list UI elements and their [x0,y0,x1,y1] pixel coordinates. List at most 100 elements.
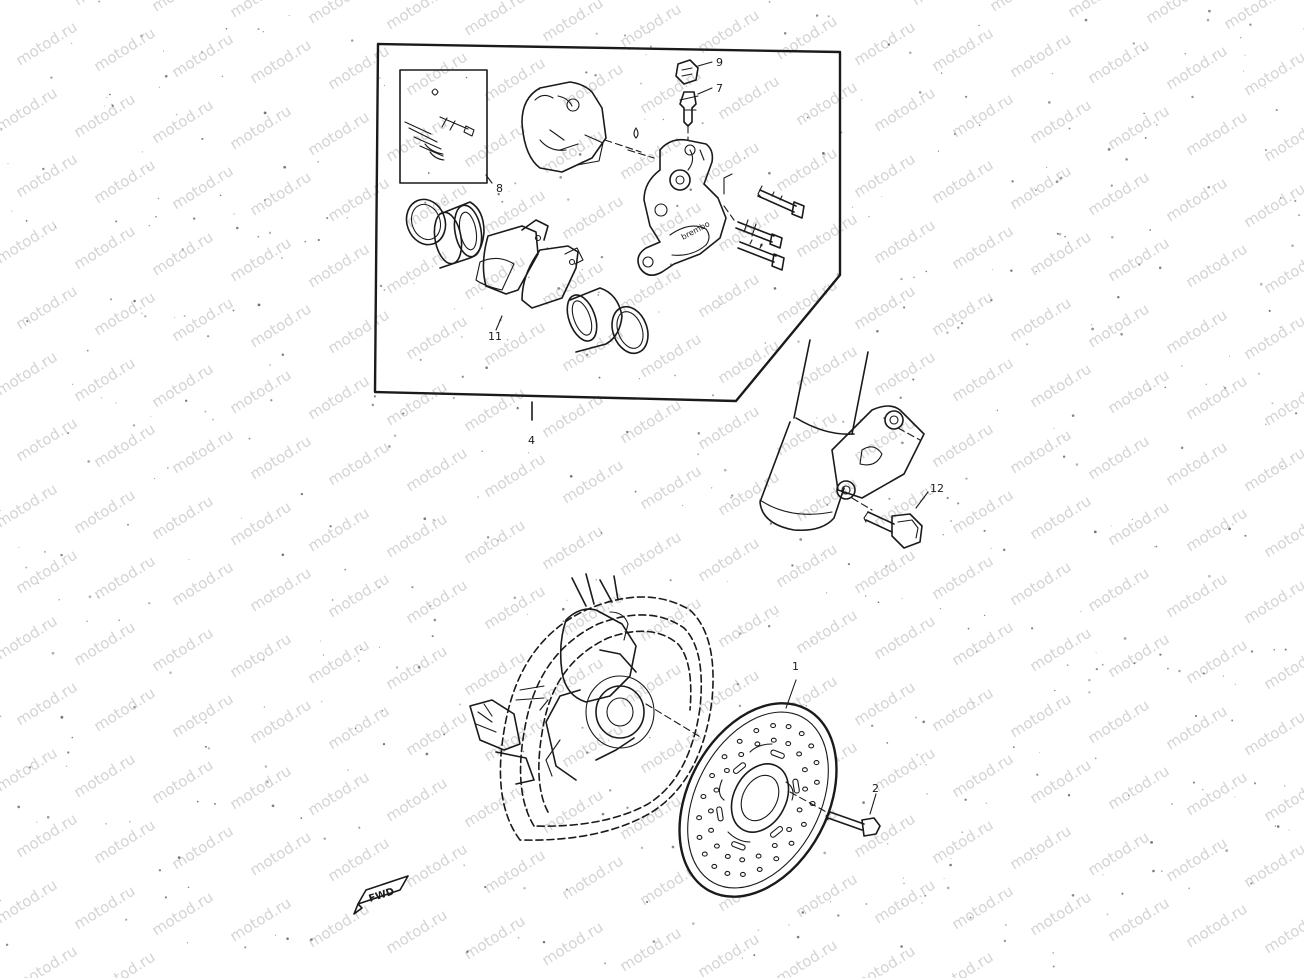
speckle [1202,672,1205,675]
speckle [200,50,203,53]
speckle [969,916,972,919]
speckle [1055,180,1059,183]
watermark-text: motod.ru [1163,570,1231,622]
speckle [225,27,228,30]
speckle [463,864,466,867]
watermark-text: motod.ru [929,816,997,868]
speckle [887,43,891,46]
watermark-text: motod.ru [0,12,2,64]
speckle [1150,841,1153,844]
watermark-text: motod.ru [325,306,393,358]
speckle [373,395,377,398]
watermark-text: motod.ru [929,552,997,604]
speckle [105,823,107,825]
speckle [909,51,912,54]
speckle [86,620,89,623]
speckle [60,715,64,719]
disc-hole [800,821,807,827]
watermark-text: motod.ru [149,756,217,808]
speckle [557,287,561,290]
watermark-text: motod.ru [1027,360,1095,412]
watermark-text: motod.ru [383,510,451,562]
speckle [241,517,243,519]
fork-leg [759,339,925,532]
speckle [393,434,397,437]
speckle [645,54,647,56]
disc-hole [796,751,803,757]
speckle [1264,87,1266,89]
watermark-text: motod.ru [169,558,237,610]
disc-slot [731,841,746,851]
speckle [461,336,463,338]
watermark-text: motod.ru [247,432,315,484]
disc-hole [724,853,731,859]
speckle [1284,785,1286,787]
speckle [484,886,487,889]
speckle [681,504,684,507]
speckle [1035,857,1037,859]
speckle [925,270,928,273]
speckle [329,525,332,528]
watermark-text: motod.ru [227,366,295,418]
speckle [1208,9,1211,13]
speckle [912,378,915,381]
speckle [1298,214,1301,217]
watermark-text: motod.ru [793,78,861,130]
watermark-text: motod.ru [1261,774,1304,826]
disc-hole [700,793,707,800]
watermark-text: motod.ru [1007,822,1075,874]
speckle [98,0,101,3]
speckle [1202,788,1204,791]
watermark-text: motod.ru [383,378,451,430]
speckle [1052,952,1054,954]
speckle [288,14,290,16]
speckle [523,886,526,890]
speckle [1125,158,1128,161]
speckle [968,50,970,52]
speckle [604,962,606,965]
speckle [1184,52,1187,55]
speckle [358,826,361,829]
speckle [1228,527,1231,531]
speckle [942,533,945,536]
watermark-text: motod.ru [871,744,939,796]
watermark-text: motod.ru [1105,366,1173,418]
speckle [196,800,199,803]
speckle [960,322,964,325]
watermark-text: motod.ru [1163,174,1231,226]
speckle [87,460,91,463]
watermark-text: motod.ru [695,402,763,454]
speckle [799,538,803,541]
speckle [723,468,727,472]
speckle [913,276,915,279]
watermark-text: motod.ru [1241,180,1304,232]
speckle [864,595,867,597]
speckle [212,418,214,421]
watermark-text: motod.ru [13,810,81,862]
watermark-text: motod.ru [169,426,237,478]
disc-bolt [825,793,881,837]
speckle [565,888,568,891]
watermark-text: motod.ru [949,750,1017,802]
speckle [1095,667,1098,671]
speckle [347,769,349,771]
disc-hole [721,754,728,760]
speckle [1281,465,1283,467]
speckle [221,75,224,78]
speckle [164,74,168,78]
speckle [595,32,598,35]
watermark-text: motod.ru [71,222,139,274]
speckle [100,397,103,399]
speckle [1280,197,1282,199]
disc-hole [709,773,716,779]
watermark-text: motod.ru [461,384,529,436]
speckle [1142,49,1145,51]
speckle [683,620,685,622]
watermark-text: motod.ru [1027,756,1095,808]
watermark-text: motod.ru [695,270,763,322]
speckle [940,72,943,74]
speckle [953,133,956,135]
speckle [1062,455,1066,458]
speckle [768,171,771,175]
